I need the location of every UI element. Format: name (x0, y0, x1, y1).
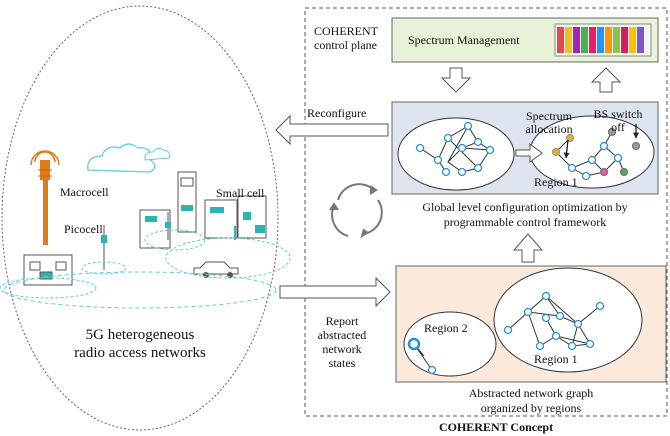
ran-caption-line2: radio access networks (74, 345, 206, 361)
small-cell-label: Small cell (216, 186, 265, 200)
reconfigure-label: Reconfigure (307, 106, 367, 120)
up-arrow-middle-icon (512, 233, 544, 263)
global-caption: Global level configuration optimization … (392, 200, 658, 230)
cloud-icon (87, 143, 170, 173)
global-config-box (391, 101, 659, 195)
macrocell-label: Macrocell (60, 185, 109, 199)
right-arrow-icon (515, 143, 543, 163)
report-line-2: abstracted (317, 328, 367, 342)
abstract-caption-line2: organized by regions (480, 401, 582, 415)
network-nodes-region1-bottom (503, 291, 605, 351)
bs-switch-line1: BS switch (593, 107, 643, 121)
city-buildings-icon (139, 171, 267, 249)
spectrum-allocation-line1: Spectrum (526, 109, 572, 123)
reconfigure-arrow-icon (275, 114, 389, 146)
network-nodes-top-left (415, 121, 495, 177)
report-line-4: states (328, 356, 356, 370)
report-arrow-icon (279, 276, 391, 308)
macrocell-tower-icon (30, 150, 60, 245)
control-plane-line1: COHERENT (314, 24, 378, 38)
global-caption-line1: Global level configuration optimization … (422, 200, 628, 214)
ran-caption: 5G heterogeneous radio access networks (40, 326, 240, 362)
bs-switch-label: BS switch off (586, 108, 650, 134)
report-line-3: network (322, 342, 362, 356)
macro-building-icon (0, 254, 97, 299)
picocell-icon (81, 225, 127, 275)
region1-top-label: Region 1 (534, 175, 578, 189)
spectrum-management-label: Spectrum Management (408, 33, 520, 47)
spectrum-allocation-label: Spectrum allocation (517, 110, 581, 136)
ran-caption-line1: 5G heterogeneous (85, 327, 195, 343)
network-nodes-top-right (551, 127, 641, 181)
region2-label: Region 2 (424, 321, 468, 335)
spectrum-allocation-line2: allocation (525, 122, 573, 136)
car-icon (193, 261, 239, 278)
concept-title: COHERENT Concept (438, 420, 554, 434)
abstract-caption: Abstracted network graph organized by re… (396, 386, 666, 416)
annotation-arrows (563, 124, 639, 159)
picocell-label: Picocell (64, 222, 103, 236)
up-arrow-icon (590, 67, 622, 93)
down-arrow-icon (440, 67, 472, 93)
global-caption-line2: programmable control framework (443, 215, 607, 229)
report-label: Report abstracted network states (302, 314, 382, 370)
bs-switch-line2: off (611, 120, 625, 134)
network-graph-region2 (407, 337, 437, 375)
control-plane-label: COHERENT control plane (314, 24, 378, 52)
cycle-icon (329, 183, 383, 239)
control-plane-line2: control plane (314, 38, 377, 52)
report-line-1: Report (325, 314, 359, 328)
abstract-caption-line1: Abstracted network graph (468, 386, 594, 400)
network-graph-top-right (555, 131, 625, 177)
small-cell-coverage (3, 229, 291, 309)
spectrum-chart-icon (554, 23, 652, 57)
region1-bottom-label: Region 1 (534, 352, 578, 366)
